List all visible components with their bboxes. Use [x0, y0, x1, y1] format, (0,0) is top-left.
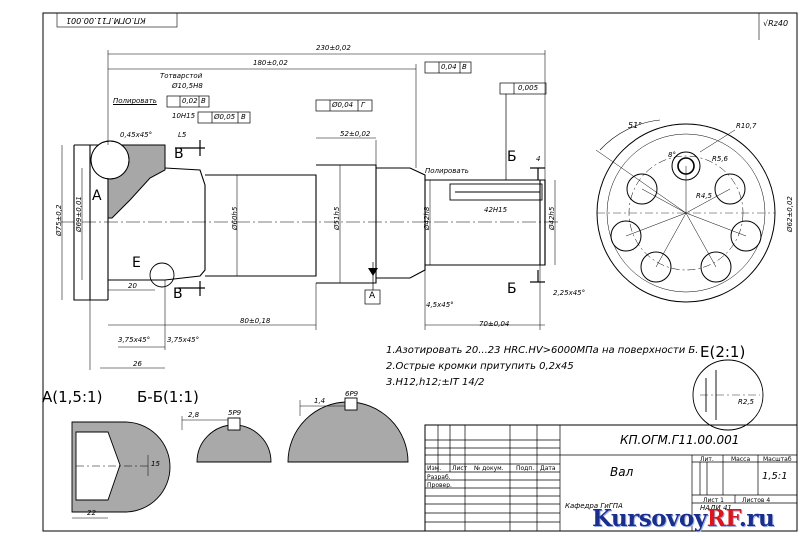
- section-bb: [181, 397, 409, 463]
- detail-circles: [90, 140, 175, 288]
- dim-dia-42b: Ø42h5: [548, 206, 556, 230]
- center-drill-label: Тотварстой: [160, 72, 203, 80]
- label-sec-b-bot: Б: [507, 281, 517, 297]
- dim-l5: L5: [178, 131, 187, 139]
- title-sheets: Листов 4: [742, 497, 771, 504]
- drawing-frame: [42, 12, 798, 532]
- tol-1-base: В: [201, 97, 206, 105]
- tol-4-base: В: [462, 63, 467, 71]
- title-block-lines: [424, 424, 798, 532]
- note-1: 1.Азотировать 20...23 HRC.HV>6000МПа на …: [386, 345, 699, 356]
- datum-a-label: А: [369, 291, 376, 301]
- roughness-symbol: √Rz40: [763, 19, 789, 28]
- center-hole-dim: Ø10,5Н8: [172, 82, 203, 90]
- title-code: КП.ОГМ.Г11.00.001: [620, 433, 740, 447]
- view-a-detail: [71, 421, 171, 519]
- dim-depth-14: 1,4: [314, 397, 326, 405]
- dim-dia-51: Ø51h5: [333, 206, 341, 230]
- title-razrab: Разраб.: [427, 474, 451, 481]
- tol-2-value: Ø0,05: [214, 113, 236, 121]
- view-e-title: Е(2:1): [700, 343, 746, 361]
- tol-1-value: 0,02: [182, 97, 198, 105]
- title-date: Дата: [540, 465, 556, 472]
- polish-label-2: Полировать: [425, 167, 469, 175]
- dim-15: 15: [151, 460, 160, 468]
- title-group: НАДИ 41: [700, 504, 732, 512]
- title-scale: 1,5:1: [762, 471, 788, 482]
- tol-4-value: 0,04: [441, 63, 457, 71]
- note-3: 3.Н12,h12;±IT 14/2: [386, 377, 485, 388]
- view-a-title: А(1,5:1): [42, 388, 103, 406]
- dim-r45: R4,5: [696, 192, 712, 200]
- tol-2-base: В: [241, 113, 246, 121]
- title-izm: Изм.: [427, 465, 442, 472]
- title-scale-header: Масштаб: [763, 456, 792, 463]
- dim-overall-length: 230±0,02: [316, 44, 351, 52]
- tol-3-base: Г: [361, 101, 365, 109]
- dim-chamfer-375a: 3,75х45°: [118, 336, 151, 344]
- view-e-detail: [692, 359, 764, 431]
- title-dept: Кафедра ГиГПА: [565, 502, 623, 510]
- label-sec-a: А: [92, 188, 102, 204]
- tolerance-frames: [166, 61, 547, 180]
- title-prov: Провер.: [427, 482, 452, 489]
- dim-angle-8: 8°: [668, 151, 676, 159]
- title-sheet: Лист 1: [703, 497, 724, 504]
- title-mass-header: Масса: [731, 456, 751, 463]
- view-bb-title: Б-Б(1:1): [137, 388, 199, 406]
- dim-dia-60: Ø60h5: [231, 206, 239, 230]
- dim-chamfer-045: 0,45х45°: [120, 131, 153, 139]
- dim-r56: R5,6: [712, 155, 728, 163]
- dim-80: 80±0,18: [240, 317, 271, 325]
- doc-code-rotated: КП.ОГМ.Г11.00.001: [66, 16, 146, 25]
- dim-hole-len: 10Н15: [172, 112, 196, 120]
- dim-chamfer-225: 2,25х45°: [553, 289, 586, 297]
- dim-dia-62: Ø62±0,02: [786, 196, 794, 232]
- watermark-logo: KursovoyRF.ru: [592, 505, 775, 532]
- dim-chamfer-45: 4,5х45°: [426, 301, 454, 309]
- dim-key-a: 5Р9: [228, 409, 242, 417]
- datum-marker: [364, 262, 381, 305]
- dim-180: 180±0,02: [253, 59, 288, 67]
- title-doc-no: № докум.: [474, 465, 504, 472]
- dim-70: 70±0,04: [479, 320, 510, 328]
- dim-42: 42Н15: [484, 206, 508, 214]
- label-sec-e: Е: [132, 255, 141, 271]
- dim-26: 26: [133, 360, 142, 368]
- tol-5-value: 0,005: [518, 84, 539, 92]
- dim-depth-28: 2,8: [188, 411, 200, 419]
- dim-r2: R2,5: [738, 398, 754, 406]
- title-list: Лист: [452, 465, 468, 472]
- title-sign: Подп.: [516, 465, 535, 472]
- dim-angle-51: 51°: [628, 121, 643, 130]
- label-sec-b-top: Б: [507, 149, 517, 165]
- tech-notes: 1.Азотировать 20...23 HRC.HV>6000МПа на …: [386, 345, 698, 393]
- keyway: [449, 183, 543, 201]
- title-name: Вал: [610, 465, 634, 479]
- note-2: 2.Острые кромки притупить 0,2х45: [386, 361, 574, 372]
- dim-key-b: 6Р9: [345, 390, 359, 398]
- dim-chamfer-375b: 3,75х45°: [167, 336, 200, 344]
- dim-r107: R10,7: [736, 122, 757, 130]
- polish-label-1: Полировать: [113, 97, 157, 105]
- dim-dia-75: Ø75±0,2: [55, 204, 63, 236]
- end-view: [595, 119, 776, 303]
- dim-22: 22: [87, 509, 96, 517]
- dim-52: 52±0,02: [340, 130, 371, 138]
- section-arrows: [175, 140, 545, 296]
- label-sec-b2: В: [173, 286, 183, 302]
- label-sec-b1: В: [174, 146, 184, 162]
- title-lit-header: Лит.: [700, 456, 714, 463]
- dim-dia-69: Ø69±0,01: [75, 196, 83, 232]
- dimension-lines: [61, 50, 556, 370]
- dim-20: 20: [128, 282, 137, 290]
- dim-dia-42: Ø42h8: [423, 206, 431, 230]
- tol-3-value: Ø0,04: [332, 101, 354, 109]
- dim-small-4: 4: [536, 155, 541, 163]
